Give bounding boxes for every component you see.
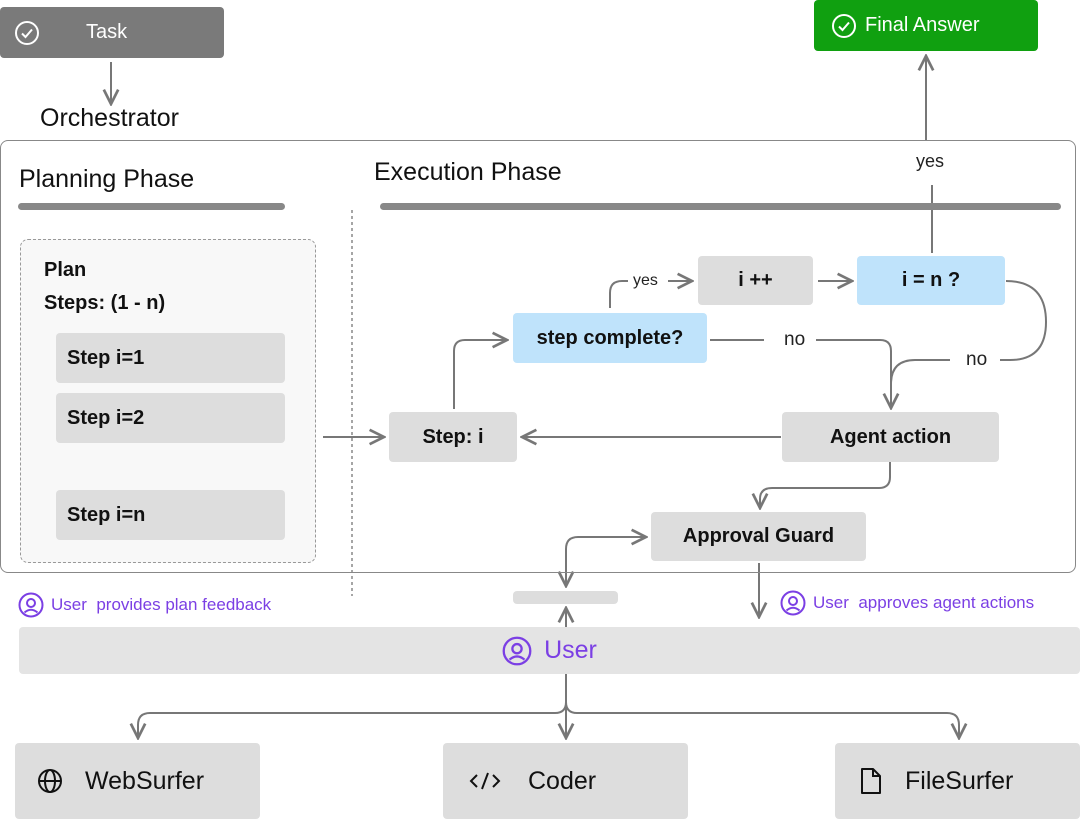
agent-filesurfer: FileSurfer	[835, 743, 1080, 819]
final-answer-box: Final Answer	[814, 0, 1038, 51]
orchestrator-title: Orchestrator	[40, 104, 179, 132]
orchestrator-panel	[0, 140, 1076, 573]
agent-websurfer: WebSurfer	[15, 743, 260, 819]
yes-label-final: yes	[914, 151, 947, 172]
user-label: User	[544, 636, 597, 664]
feedback-bar	[513, 591, 618, 604]
agent-action-node: Agent action	[782, 412, 999, 462]
agent-coder: Coder	[443, 743, 688, 819]
i-increment-node: i ++	[698, 256, 813, 305]
i-equals-n-node: i = n ?	[857, 256, 1005, 305]
execution-phase-title: Execution Phase	[374, 158, 562, 186]
check-circle-icon	[14, 20, 40, 46]
task-label: Task	[86, 21, 128, 43]
approves-actions-note: User approves agent actions	[780, 590, 1034, 616]
yes-label-step-complete: yes	[633, 272, 658, 289]
user-circle-icon	[502, 636, 532, 666]
globe-icon	[37, 768, 63, 794]
user-bar: User	[19, 627, 1080, 674]
code-icon	[468, 768, 502, 794]
step-complete-node: step complete?	[513, 313, 707, 363]
task-box: Task	[0, 7, 224, 58]
execution-phase-rule	[380, 203, 1061, 210]
plan-step-1: Step i=1	[56, 333, 285, 383]
steps-range-label: Steps: (1 - n)	[44, 292, 166, 314]
file-icon	[859, 767, 883, 795]
plan-step-2: Step i=2	[56, 393, 285, 443]
approval-guard-node: Approval Guard	[651, 512, 866, 561]
no-label-step-complete: no	[784, 329, 806, 350]
plan-feedback-note: User provides plan feedback	[18, 592, 271, 618]
final-answer-label: Final Answer	[865, 14, 980, 36]
user-circle-icon	[18, 592, 44, 618]
planning-phase-title: Planning Phase	[19, 165, 195, 193]
no-label-i-equals-n: no	[966, 349, 988, 370]
check-circle-icon	[831, 13, 857, 39]
user-circle-icon	[780, 590, 806, 616]
step-i-node: Step: i	[389, 412, 517, 462]
plan-step-n: Step i=n	[56, 490, 285, 540]
plan-label: Plan	[44, 259, 87, 281]
planning-phase-rule	[18, 203, 285, 210]
